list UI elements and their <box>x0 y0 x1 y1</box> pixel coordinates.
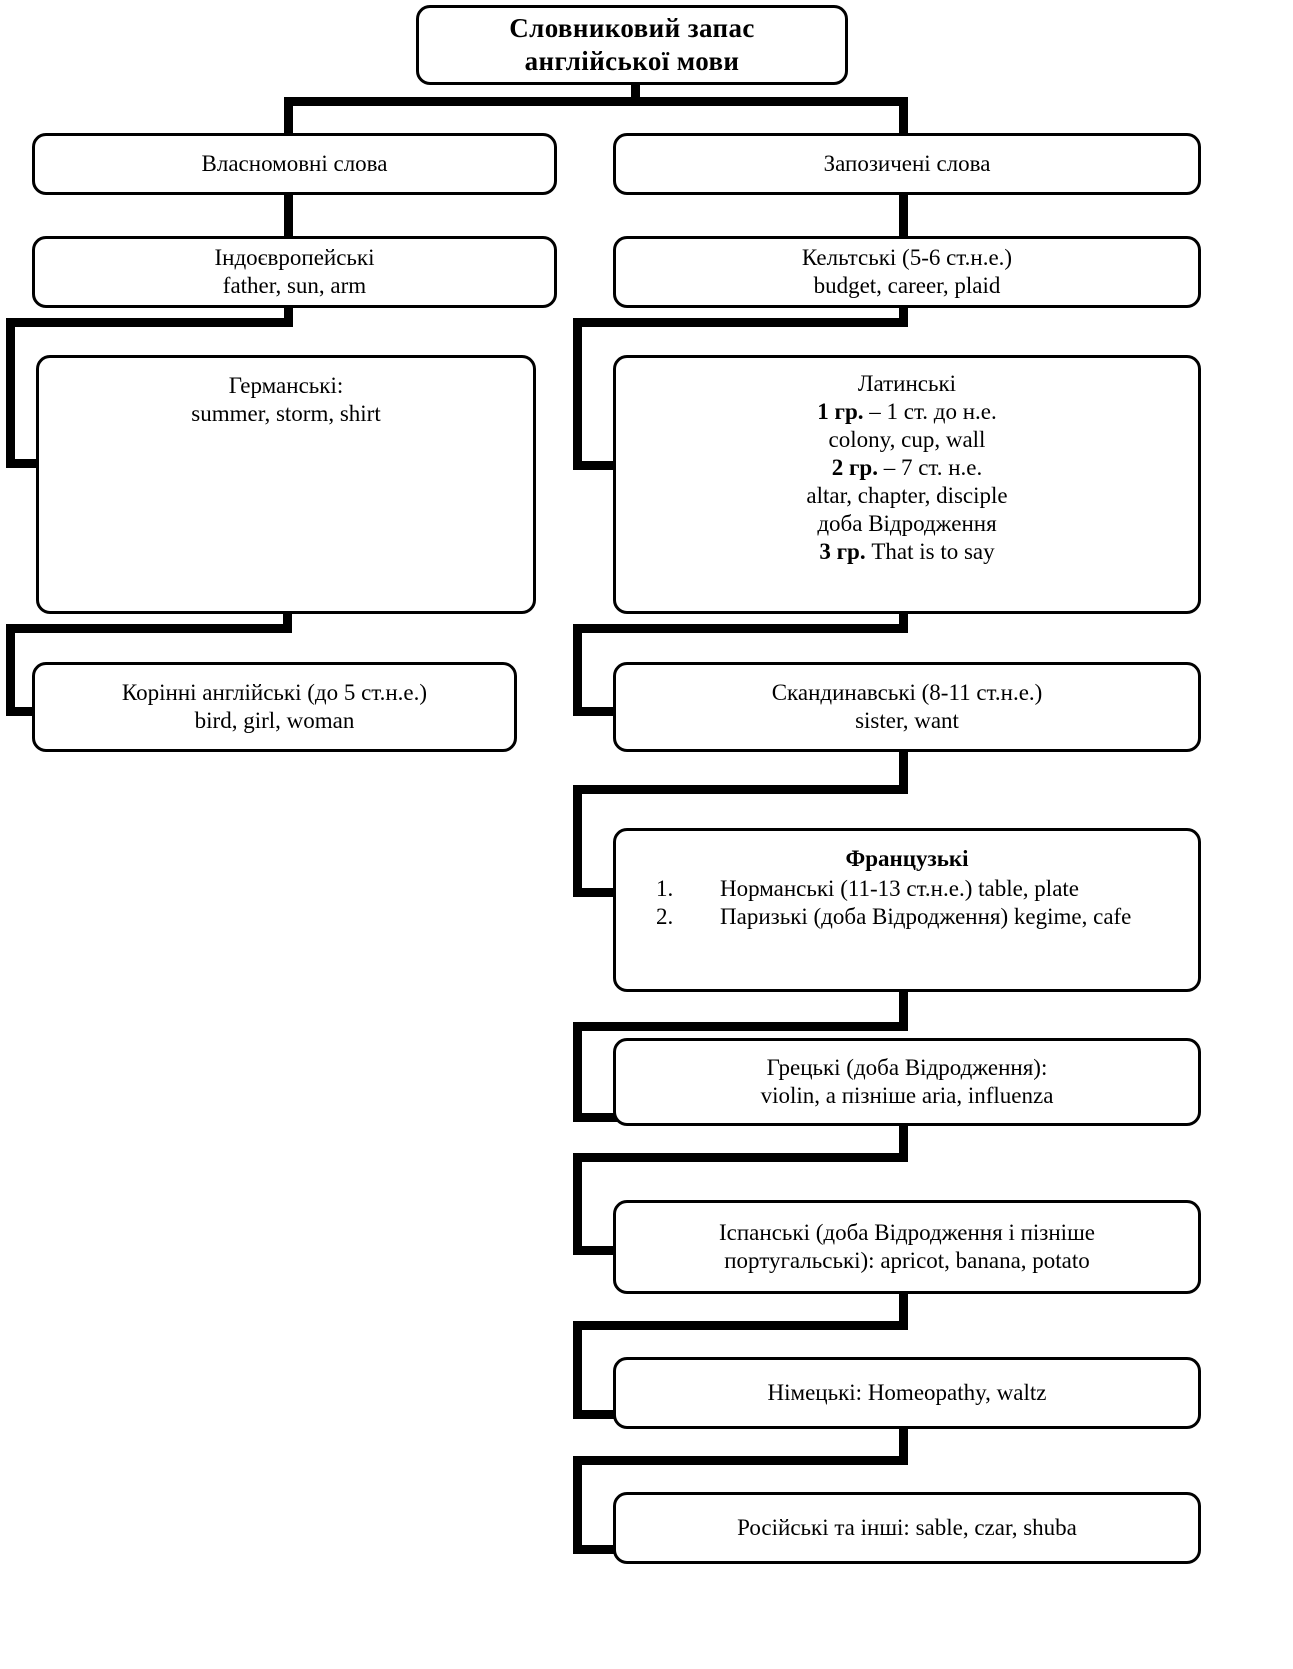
connector-to-borrowed <box>899 97 908 137</box>
node-french-item-2-text: Паризькі (доба Відродження) kegime, cafe <box>720 904 1132 930</box>
node-greek[interactable]: Грецькі (доба Відродження): violin, а пі… <box>613 1038 1201 1126</box>
node-russian[interactable]: Російські та інші: sable, czar, shuba <box>613 1492 1201 1564</box>
connector-indoeuropean-down2 <box>6 318 15 468</box>
connector-indoeuropean-left <box>6 318 293 327</box>
connector-native-to-indoeuropean <box>284 192 293 240</box>
node-greek-line-2: violin, а пізніше aria, influenza <box>760 1083 1054 1108</box>
connector-scandinavian-right <box>573 888 621 897</box>
node-french-heading: Французькі <box>845 846 969 871</box>
node-latin-renaissance: доба Відродження <box>817 511 997 537</box>
node-spanish-line-1: Іспанські (доба Відродження і пізніше <box>719 1219 1095 1245</box>
node-native-words[interactable]: Власномовні слова <box>32 133 557 195</box>
node-germanic-line-1: Германські: <box>228 373 344 398</box>
node-native-english-line-2: bird, girl, woman <box>194 708 355 733</box>
connector-latin-left <box>573 624 908 633</box>
connector-latin-right <box>573 707 621 716</box>
connector-celtic-right <box>573 461 621 470</box>
node-germanic-line-2: summer, storm, shirt <box>191 401 381 427</box>
node-french[interactable]: Французькі 1. Норманські (11-13 ст.н.е.)… <box>613 828 1201 992</box>
node-native-english[interactable]: Корінні англійські (до 5 ст.н.е.) bird, … <box>32 662 517 752</box>
connector-latin-down <box>899 611 908 633</box>
connector-greek-down2 <box>573 1153 582 1255</box>
node-spanish-line-2: португальські): apricot, banana, potato <box>724 1248 1090 1273</box>
node-root-line-1: Словниковий запас <box>509 13 755 44</box>
node-french-item-2-number: 2. <box>656 904 674 930</box>
node-scandinavian[interactable]: Скандинавські (8-11 ст.н.е.) sister, wan… <box>613 662 1201 752</box>
node-borrowed-words[interactable]: Запозичені слова <box>613 133 1201 195</box>
connector-german-down <box>899 1428 908 1456</box>
node-root-line-2: англійської мови <box>524 46 740 76</box>
connector-french-down <box>899 992 908 1022</box>
connector-latin-down2 <box>573 624 582 716</box>
connector-greek-down <box>899 1125 908 1153</box>
node-latin[interactable]: Латинські 1 гр. – 1 ст. до н.е. colony, … <box>613 355 1201 614</box>
node-scandinavian-line-1: Скандинавські (8-11 ст.н.е.) <box>771 679 1043 705</box>
connector-germanic-down <box>283 611 292 633</box>
connector-indoeuropean-right <box>6 459 48 468</box>
connector-french-down2 <box>573 1022 582 1122</box>
node-latin-group-1: 1 гр. – 1 ст. до н.е. <box>817 399 997 425</box>
connector-spanish-left <box>573 1321 908 1330</box>
node-latin-group-1-examples: colony, cup, wall <box>828 427 986 453</box>
list-item: 1. Норманські (11-13 ст.н.е.) table, pla… <box>634 875 1184 903</box>
list-item: 2. Паризькі (доба Відродження) kegime, c… <box>634 903 1184 931</box>
connector-root-stub <box>631 82 640 104</box>
connector-germanic-right <box>6 707 46 716</box>
connector-celtic-down <box>899 305 908 327</box>
connector-root-bus <box>284 97 908 106</box>
node-german-label: Німецькі: Homeopathy, waltz <box>767 1379 1047 1405</box>
node-latin-group-2: 2 гр. – 7 ст. н.е. <box>831 455 983 481</box>
connector-scandinavian-left <box>573 785 908 794</box>
connector-celtic-left <box>573 318 908 327</box>
node-french-item-1-text: Норманські (11-13 ст.н.е.) table, plate <box>720 876 1080 902</box>
node-greek-line-1: Грецькі (доба Відродження): <box>766 1054 1048 1080</box>
node-celtic[interactable]: Кельтські (5-6 ст.н.е.) budget, career, … <box>613 236 1201 308</box>
connector-greek-right <box>573 1246 621 1255</box>
node-indoeuropean-line-2: father, sun, arm <box>222 273 367 298</box>
connector-spanish-right <box>573 1410 621 1419</box>
connector-to-native <box>284 97 293 137</box>
node-german[interactable]: Німецькі: Homeopathy, waltz <box>613 1357 1201 1429</box>
node-borrowed-words-label: Запозичені слова <box>823 150 991 176</box>
node-spanish[interactable]: Іспанські (доба Відродження і пізніше по… <box>613 1200 1201 1294</box>
connector-greek-left <box>573 1153 908 1162</box>
node-native-words-label: Власномовні слова <box>201 150 388 176</box>
connector-german-right <box>573 1545 621 1554</box>
connector-french-right <box>573 1113 621 1122</box>
node-french-list: 1. Норманські (11-13 ст.н.е.) table, pla… <box>616 875 1198 931</box>
connector-germanic-left <box>6 624 292 633</box>
node-native-english-line-1: Корінні англійські (до 5 ст.н.е.) <box>121 679 428 705</box>
connector-scandinavian-down2 <box>573 785 582 897</box>
connector-german-left <box>573 1456 908 1465</box>
connector-scandinavian-down <box>899 752 908 785</box>
node-latin-group-3: 3 гр. That is to say <box>819 539 995 565</box>
node-latin-group-2-examples: altar, chapter, disciple <box>806 483 1008 509</box>
connector-spanish-down <box>899 1293 908 1321</box>
node-celtic-line-2: budget, career, plaid <box>813 273 1001 298</box>
node-germanic[interactable]: Германські: summer, storm, shirt <box>36 355 536 614</box>
node-indoeuropean[interactable]: Індоєвропейські father, sun, arm <box>32 236 557 308</box>
node-scandinavian-line-2: sister, want <box>855 708 959 733</box>
connector-spanish-down2 <box>573 1321 582 1419</box>
connector-german-down2 <box>573 1456 582 1554</box>
connector-indoeuropean-down <box>284 305 293 327</box>
connector-germanic-down2 <box>6 624 15 716</box>
connector-celtic-down2 <box>573 318 582 470</box>
node-indoeuropean-line-1: Індоєвропейські <box>214 244 375 270</box>
node-french-item-1-number: 1. <box>656 876 674 902</box>
node-celtic-line-1: Кельтські (5-6 ст.н.е.) <box>801 244 1013 270</box>
node-root[interactable]: Словниковий запас англійської мови <box>416 5 848 85</box>
node-russian-label: Російські та інші: sable, czar, shuba <box>737 1514 1077 1540</box>
connector-french-left <box>573 1022 908 1031</box>
node-latin-heading: Латинські <box>857 371 957 396</box>
connector-borrowed-to-celtic <box>899 192 908 240</box>
